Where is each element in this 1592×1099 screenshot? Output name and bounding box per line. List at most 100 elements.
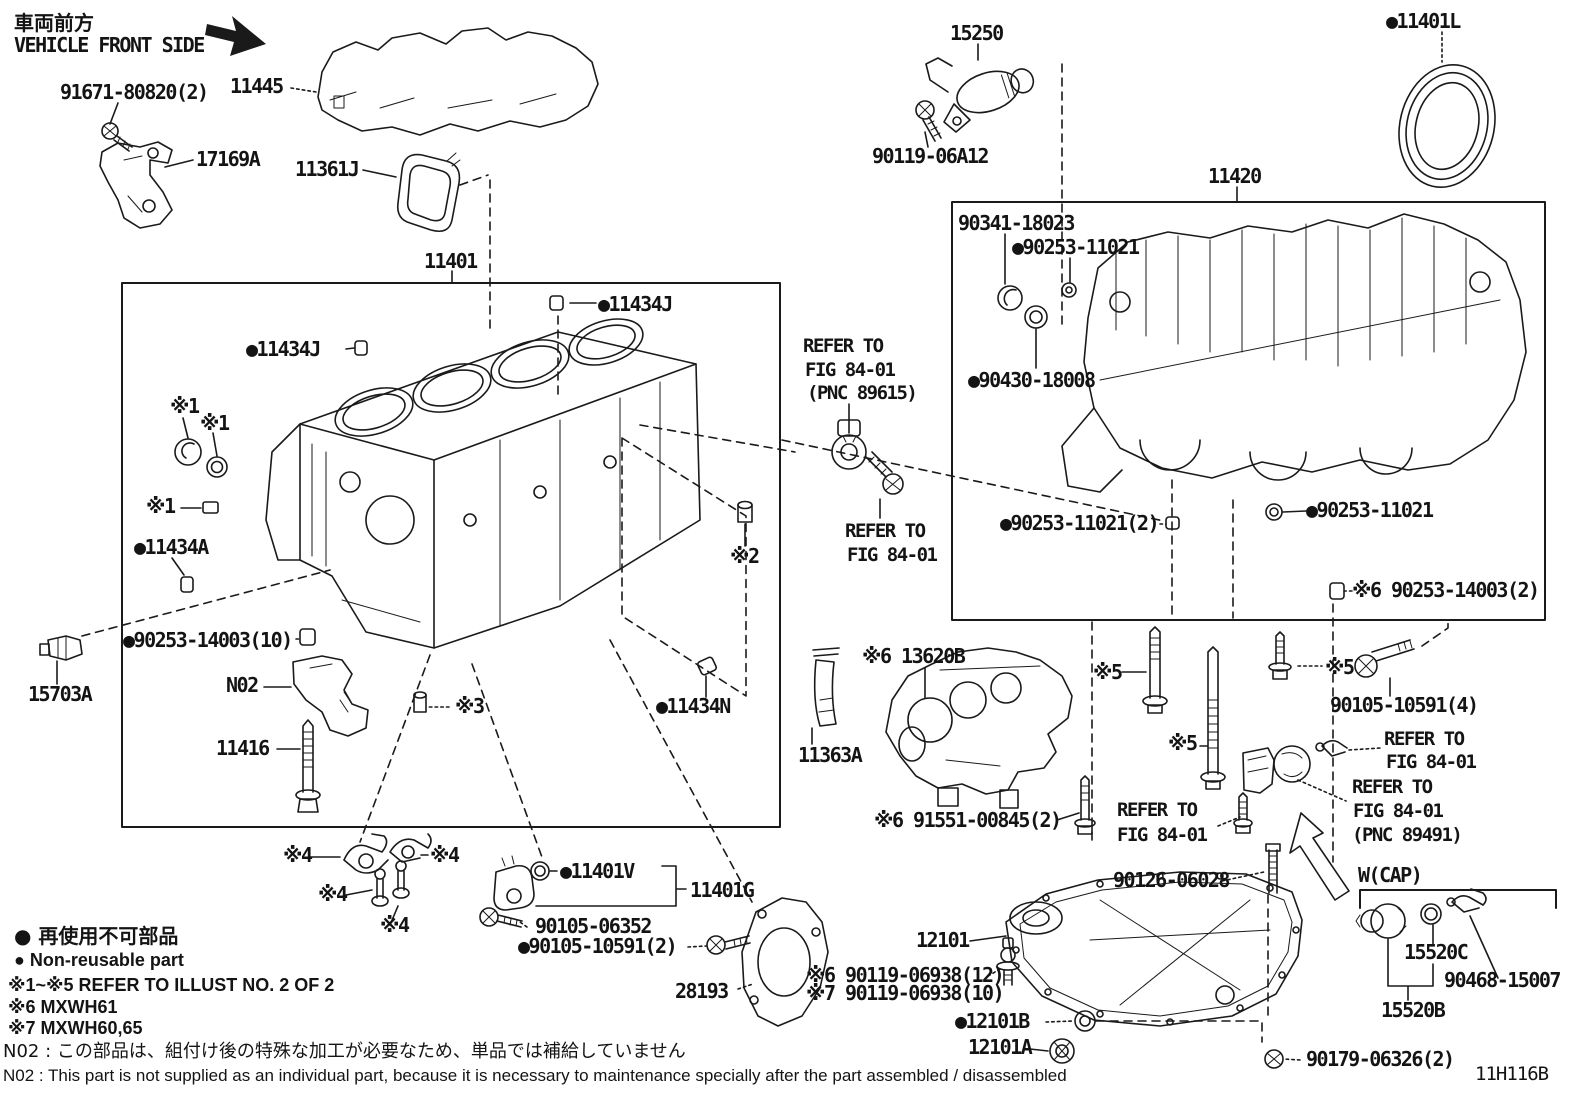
label-12101: 12101 — [916, 928, 970, 952]
bolt-90105-06352-drawing — [479, 907, 523, 928]
oil-pan-12101-drawing — [1005, 871, 1303, 1027]
stiffener-n02-drawing — [292, 655, 369, 737]
drain-plug-12101a-drawing — [1049, 1038, 1075, 1064]
stud-11434j-top-icon — [549, 295, 564, 311]
label-17169a: 17169A — [196, 147, 261, 171]
label-refer-kbolt-2: FIG 84-01 — [847, 544, 938, 566]
bolt-11416-drawing — [295, 719, 321, 813]
label-refer-clip-1: REFER TO — [1384, 728, 1465, 750]
bolt-refer-oilpump-drawing — [1233, 792, 1253, 834]
label-n02: N02 — [226, 673, 258, 697]
ring-s1-icon — [206, 456, 228, 478]
label-11434a: ●11434A — [134, 535, 209, 559]
label-wcap: W(CAP) — [1358, 863, 1421, 887]
label-s5-c: ※5 — [1325, 655, 1354, 679]
label-12101b: ●12101B — [955, 1009, 1030, 1033]
label-11361j: 11361J — [295, 157, 358, 181]
label-11416: 11416 — [216, 736, 269, 760]
label-s2: ※2 — [730, 544, 759, 568]
cylinder-block-drawing — [265, 318, 701, 649]
oring-11401v-icon — [530, 861, 550, 881]
label-90253-14003-2: ※6 90253-14003(2) — [1352, 578, 1539, 602]
wire-clips-s4-drawing — [343, 833, 432, 874]
bracket-17169a-drawing — [99, 141, 173, 229]
label-s4-d: ※4 — [380, 913, 410, 937]
label-90119-06938-10: ※7 90119-06938(10) — [806, 981, 1003, 1005]
label-90253-11021-right: ●90253-11021 — [1306, 498, 1434, 522]
label-15250: 15250 — [950, 21, 1003, 45]
label-90430-18008: ●90430-18008 — [968, 368, 1095, 392]
label-90119-06938-12: ※6 90119-06938(12) — [806, 963, 1003, 987]
crankcase-group-box — [951, 201, 1546, 621]
label-refer-knock-3: (PNC 89615) — [807, 382, 916, 404]
bolt-s5-short-drawing — [1268, 631, 1292, 680]
label-refer-nozzle-1: REFER TO — [1352, 776, 1433, 798]
label-s3: ※3 — [455, 694, 484, 718]
cylinder-block-group-box — [121, 282, 781, 828]
label-s1-a: ※1 — [170, 394, 200, 418]
switch-15703a-drawing — [39, 635, 83, 661]
label-90468-15007: 90468-15007 — [1444, 968, 1560, 992]
label-15520c: 15520C — [1404, 940, 1468, 964]
washer-90430-icon — [1024, 305, 1048, 329]
clip-90468-drawing — [1446, 888, 1487, 913]
gasket-ring-12101b-icon — [1074, 1010, 1096, 1032]
label-refer-nozzle-3: (PNC 89491) — [1352, 824, 1461, 846]
crankshaft-seal-11401l-drawing — [1398, 63, 1496, 189]
label-s5-a: ※5 — [1093, 660, 1122, 684]
stud-11434j-left-icon — [354, 340, 368, 356]
construction-dashes — [81, 63, 1449, 1043]
plug-90253-14003-2-icon — [1329, 582, 1345, 600]
label-11420: 11420 — [1208, 164, 1261, 188]
ring-90253-11021-right-icon — [1265, 503, 1283, 521]
plug-90253-14003-icon — [299, 628, 316, 646]
pin-s1-icon — [202, 501, 219, 514]
stud-90126-drawing — [1265, 843, 1281, 894]
label-12101a: 12101A — [968, 1035, 1033, 1059]
ring-90253-11021-top-icon — [1061, 282, 1077, 298]
label-11401g: 11401G — [690, 878, 755, 902]
label-90179-06326: 90179-06326(2) — [1306, 1047, 1454, 1071]
label-28193: 28193 — [675, 979, 728, 1003]
label-refer-pump-1: REFER TO — [1117, 799, 1198, 821]
pin-s3-icon — [413, 691, 427, 713]
drawing-code: 11H116B — [1475, 1063, 1549, 1085]
bolt-91671-drawing — [101, 122, 133, 152]
knock-sensor-bolt-drawing — [865, 451, 904, 495]
label-11363a: 11363A — [798, 743, 863, 767]
label-11401v: ●11401V — [560, 859, 635, 883]
wcap-bracket — [1359, 889, 1557, 909]
leader-lines — [56, 43, 1499, 1052]
label-s1-c: ※1 — [146, 494, 176, 518]
dotted-leaders — [290, 31, 1443, 1061]
label-11434n: ●11434N — [656, 694, 730, 718]
bolt-91551-drawing — [1074, 775, 1096, 835]
label-refer-knock-1: REFER TO — [803, 335, 884, 357]
bolt-s5-long1-drawing — [1142, 626, 1168, 714]
pin-s2-icon — [737, 500, 753, 523]
label-refer-pump-2: FIG 84-01 — [1117, 824, 1208, 846]
vehicle-front-arrow-icon — [205, 16, 266, 56]
stud-11434a-icon — [180, 576, 194, 593]
bolt-90119-06938-drawing — [996, 937, 1020, 986]
bolt-90105-10591-4-drawing — [1354, 639, 1415, 678]
label-s4-a: ※4 — [283, 843, 313, 867]
label-s4-c: ※4 — [318, 882, 348, 906]
sensor-11401v-drawing — [493, 855, 535, 911]
clip-refer-drawing — [1315, 739, 1348, 757]
label-s4-b: ※4 — [430, 843, 460, 867]
bolt-90105-10591-2-drawing — [706, 935, 751, 955]
legend-n02-en: N02 : This part is not supplied as an in… — [3, 1066, 1067, 1085]
vvt-solenoid-15250-drawing — [925, 57, 1035, 133]
label-11401l: ●11401L — [1386, 9, 1461, 33]
label-13620b: ※6 13620B — [862, 644, 966, 668]
seal-11361j-drawing — [396, 152, 461, 233]
oil-pressure-switch-15520-drawing — [1355, 903, 1407, 939]
label-90341-18023: 90341-18023 — [958, 211, 1074, 235]
label-11434j-left: ●11434J — [246, 337, 320, 361]
bolt-90119-06a12-drawing — [915, 100, 942, 142]
nut-90179-drawing — [1264, 1049, 1284, 1069]
gasket-28193-drawing — [741, 897, 829, 1027]
label-refer-kbolt-1: REFER TO — [845, 520, 926, 542]
label-refer-knock-2: FIG 84-01 — [805, 359, 896, 381]
